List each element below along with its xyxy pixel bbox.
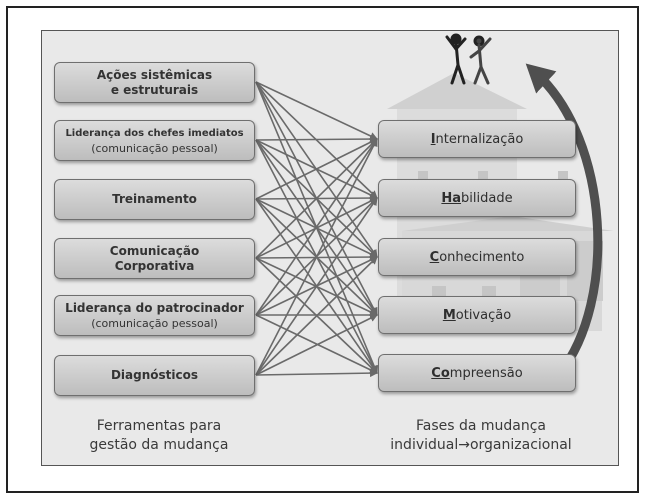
- diagram-panel: Ações sistêmicas e estruturais Liderança…: [41, 30, 619, 466]
- left-caption-line1: Ferramentas para: [96, 418, 222, 434]
- tool-box-acoes: Ações sistêmicas e estruturais: [54, 62, 255, 103]
- left-caption: Ferramentas para gestão da mudança: [64, 417, 254, 455]
- tool-label: Liderança dos chefes imediatos: [65, 127, 244, 139]
- phase-initial: M: [442, 307, 456, 323]
- right-caption-line1: Fases da mudança: [415, 418, 547, 434]
- tool-sublabel: (comunicação pessoal): [91, 141, 218, 155]
- connector-arrow-0-0: [255, 81, 378, 140]
- tool-label: Corporativa: [114, 258, 195, 273]
- phase-box-motivacao: Motivação: [378, 296, 576, 334]
- right-caption: Fases da mudança individual→organizacion…: [366, 417, 596, 455]
- tool-label: Liderança do patrocinador: [65, 300, 244, 315]
- tool-label: Comunicação: [109, 243, 200, 258]
- connector-arrow-2-0: [255, 138, 378, 200]
- phase-initial: Ha: [441, 190, 462, 206]
- connector-arrow-5-1: [255, 197, 378, 376]
- connector-arrow-1-0: [255, 135, 378, 144]
- phase-label: onhecimento: [439, 249, 525, 265]
- phase-label: otivação: [455, 307, 512, 323]
- connector-arrow-3-0: [255, 138, 378, 259]
- connector-arrow-5-2: [255, 256, 378, 376]
- phase-box-compreensao: Compreensão: [378, 354, 576, 392]
- phase-label: nternalização: [435, 131, 524, 147]
- tool-sublabel: (comunicação pessoal): [91, 316, 218, 330]
- left-caption-line2: gestão da mudança: [89, 437, 229, 453]
- phase-initial: I: [430, 131, 436, 147]
- curved-up-arrow: [525, 63, 603, 376]
- tool-box-lideranca-patrocinador: Liderança do patrocinador (comunicação p…: [54, 295, 255, 336]
- connector-arrow-5-0: [255, 138, 378, 376]
- tool-label: e estruturais: [110, 82, 199, 97]
- figure-frame: Ações sistêmicas e estruturais Liderança…: [6, 6, 639, 493]
- phase-box-conhecimento: Conhecimento: [378, 238, 576, 276]
- people-celebrating-icon: [445, 33, 492, 85]
- connector-arrows: [255, 81, 379, 378]
- phase-box-internalizacao: Internalização: [378, 120, 576, 158]
- tool-box-comunicacao: Comunicação Corporativa: [54, 238, 255, 279]
- tool-box-lideranca-chefes: Liderança dos chefes imediatos (comunica…: [54, 120, 255, 161]
- connector-arrow-5-3: [255, 314, 378, 376]
- phase-label: bilidade: [461, 190, 513, 206]
- right-caption-line2: individual→organizacional: [390, 437, 572, 453]
- tool-label: Treinamento: [112, 192, 197, 206]
- connector-arrow-5-4: [255, 369, 378, 378]
- phase-box-habilidade: Habilidade: [378, 179, 576, 217]
- connector-arrow-4-0: [255, 138, 378, 316]
- connector-arrow-4-4: [255, 314, 378, 374]
- phase-initial: C: [429, 249, 440, 265]
- tool-label: Ações sistêmicas: [96, 67, 213, 82]
- tool-label: Diagnósticos: [110, 368, 199, 382]
- phase-initial: Co: [431, 365, 450, 381]
- tool-box-diagnosticos: Diagnósticos: [54, 355, 255, 396]
- phase-label: mpreensão: [449, 365, 523, 381]
- tool-box-treinamento: Treinamento: [54, 179, 255, 220]
